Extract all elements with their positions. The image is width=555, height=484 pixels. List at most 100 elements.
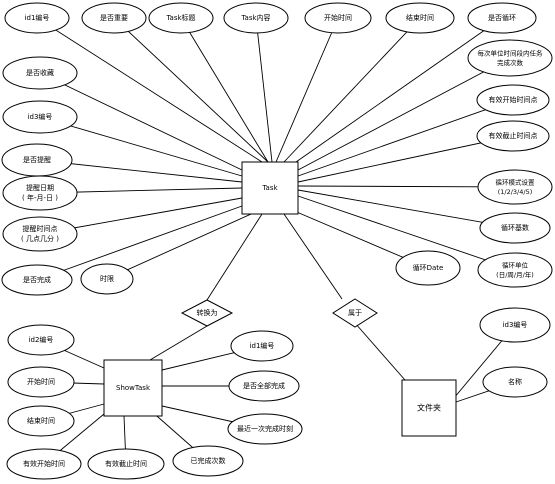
task-edge xyxy=(295,17,503,163)
ellipse-shape xyxy=(467,39,553,77)
attribute-ellipse: 最近一次完成时刻 xyxy=(227,413,303,445)
attribute-ellipse: 时限 xyxy=(80,263,134,295)
label-text: 完成次数 xyxy=(497,58,524,67)
task-edge xyxy=(297,195,516,271)
ellipse-shape xyxy=(467,2,537,34)
attribute-ellipse: 名称 xyxy=(482,366,548,398)
task-belong-edge xyxy=(283,213,343,300)
attribute-ellipse: 提醒日期( 年-月-日 ) xyxy=(2,175,78,211)
ellipse-shape xyxy=(228,370,300,402)
label-text: (日/周/月/年) xyxy=(496,270,534,279)
attribute-ellipse: Task内容 xyxy=(223,2,289,34)
label-text: id3编号 xyxy=(28,112,53,121)
attribute-ellipse: 循环模式设置 (1/2/3/4/5) xyxy=(477,169,553,205)
label-text: 有效开始时间点 xyxy=(489,95,538,104)
ellipse-shape xyxy=(479,212,551,244)
ellipse-shape xyxy=(87,448,165,480)
label-text: Task标题 xyxy=(165,13,195,22)
attribute-ellipse: id3编号 xyxy=(2,100,78,134)
label-text: 有效截止时间 xyxy=(105,459,147,468)
ellipse-shape xyxy=(477,169,553,205)
label-text: 结束时间 xyxy=(406,13,434,22)
attribute-ellipse: 有效截止时间 xyxy=(87,448,165,480)
label-text: 文件夹 xyxy=(417,403,441,413)
ellipse-shape xyxy=(7,366,75,398)
label-text: 提醒时间点 xyxy=(23,224,58,233)
label-text: id2编号 xyxy=(29,335,54,344)
label-text: 循环模式设置 xyxy=(496,177,536,186)
label-text: id3编号 xyxy=(503,320,528,329)
ellipse-shape xyxy=(7,324,75,356)
label-text: id1编号 xyxy=(25,13,50,22)
task-edge xyxy=(39,116,243,177)
attribute-ellipse: 有效截止时间点 xyxy=(476,120,550,152)
attribute-ellipse: 是否循环 xyxy=(467,2,537,34)
attribute-ellipse: 有效开始时间 xyxy=(6,448,82,480)
ellipse-shape xyxy=(1,143,73,177)
convert-relationship-shape xyxy=(180,299,234,327)
ellipse-shape xyxy=(304,2,372,34)
task-edge xyxy=(297,189,516,229)
label-text: id1编号 xyxy=(250,341,275,350)
label-text: (1/2/3/4/5) xyxy=(498,188,533,196)
ellipse-shape xyxy=(227,413,303,445)
attribute-ellipse: id1编号 xyxy=(230,330,294,362)
task-entity: Task xyxy=(241,161,299,215)
folder-entity-box xyxy=(401,379,457,437)
attribute-ellipse: Task标题 xyxy=(148,2,214,34)
task-edge xyxy=(255,17,273,163)
ellipse-shape xyxy=(2,175,78,211)
ellipse-shape xyxy=(172,445,244,477)
label-text: 有效开始时间 xyxy=(23,459,65,468)
task-edge xyxy=(180,17,269,163)
attribute-ellipse: 有效开始时间点 xyxy=(476,84,550,116)
ellipse-shape xyxy=(7,405,75,437)
task-convert-edge xyxy=(206,213,263,301)
ellipse-shape xyxy=(395,250,461,286)
label-text: 结束时间 xyxy=(27,416,55,425)
belong-relationship: 属于 xyxy=(332,298,378,328)
ellipse-shape xyxy=(223,2,289,34)
task-edge xyxy=(297,99,514,177)
ellipse-shape xyxy=(4,2,70,34)
label-text: 有效截止时间点 xyxy=(489,131,538,140)
task-edge xyxy=(39,72,243,171)
label-text: 循环基数 xyxy=(501,223,529,232)
task-entity-box xyxy=(241,161,299,215)
ellipse-shape xyxy=(6,448,82,480)
attribute-ellipse: 循环基数 xyxy=(479,212,551,244)
task-edge xyxy=(36,17,263,163)
attribute-ellipse: 结束时间 xyxy=(385,2,455,34)
task-edge xyxy=(106,209,261,280)
attribute-ellipse: 循环单位(日/周/月/年) xyxy=(477,252,553,288)
task-edge xyxy=(36,205,243,281)
attribute-ellipse: 开始时间 xyxy=(7,366,75,398)
attribute-ellipse: 是否重要 xyxy=(81,2,147,34)
label-text: 是否完成 xyxy=(23,275,51,284)
ellipse-shape xyxy=(80,263,134,295)
label-text: 循环单位 xyxy=(502,260,529,269)
attribute-ellipse: 结束时间 xyxy=(7,405,75,437)
attribute-ellipse: 已完成次数 xyxy=(172,445,244,477)
folder-entity: 文件夹 xyxy=(401,379,457,437)
label-text: 是否收藏 xyxy=(26,68,54,77)
label-text: 是否提醒 xyxy=(23,155,51,164)
ellipse-shape xyxy=(1,264,73,296)
task-edge xyxy=(297,57,511,171)
attribute-ellipse: id1编号 xyxy=(4,2,70,34)
label-text: 是否全部完成 xyxy=(243,381,285,390)
showtask-entity-box xyxy=(103,359,163,417)
label-text: 名称 xyxy=(508,377,522,386)
convert-relationship: 转换为 xyxy=(180,299,234,327)
attribute-ellipse: 循环Date xyxy=(395,250,461,286)
attribute-ellipse: 开始时间 xyxy=(304,2,372,34)
ellipse-shape xyxy=(2,100,78,134)
task-edge xyxy=(275,17,339,163)
task-edge xyxy=(297,135,514,183)
label-text: 已完成次数 xyxy=(191,456,226,465)
ellipse-shape xyxy=(477,252,553,288)
attribute-ellipse: 是否全部完成 xyxy=(228,370,300,402)
